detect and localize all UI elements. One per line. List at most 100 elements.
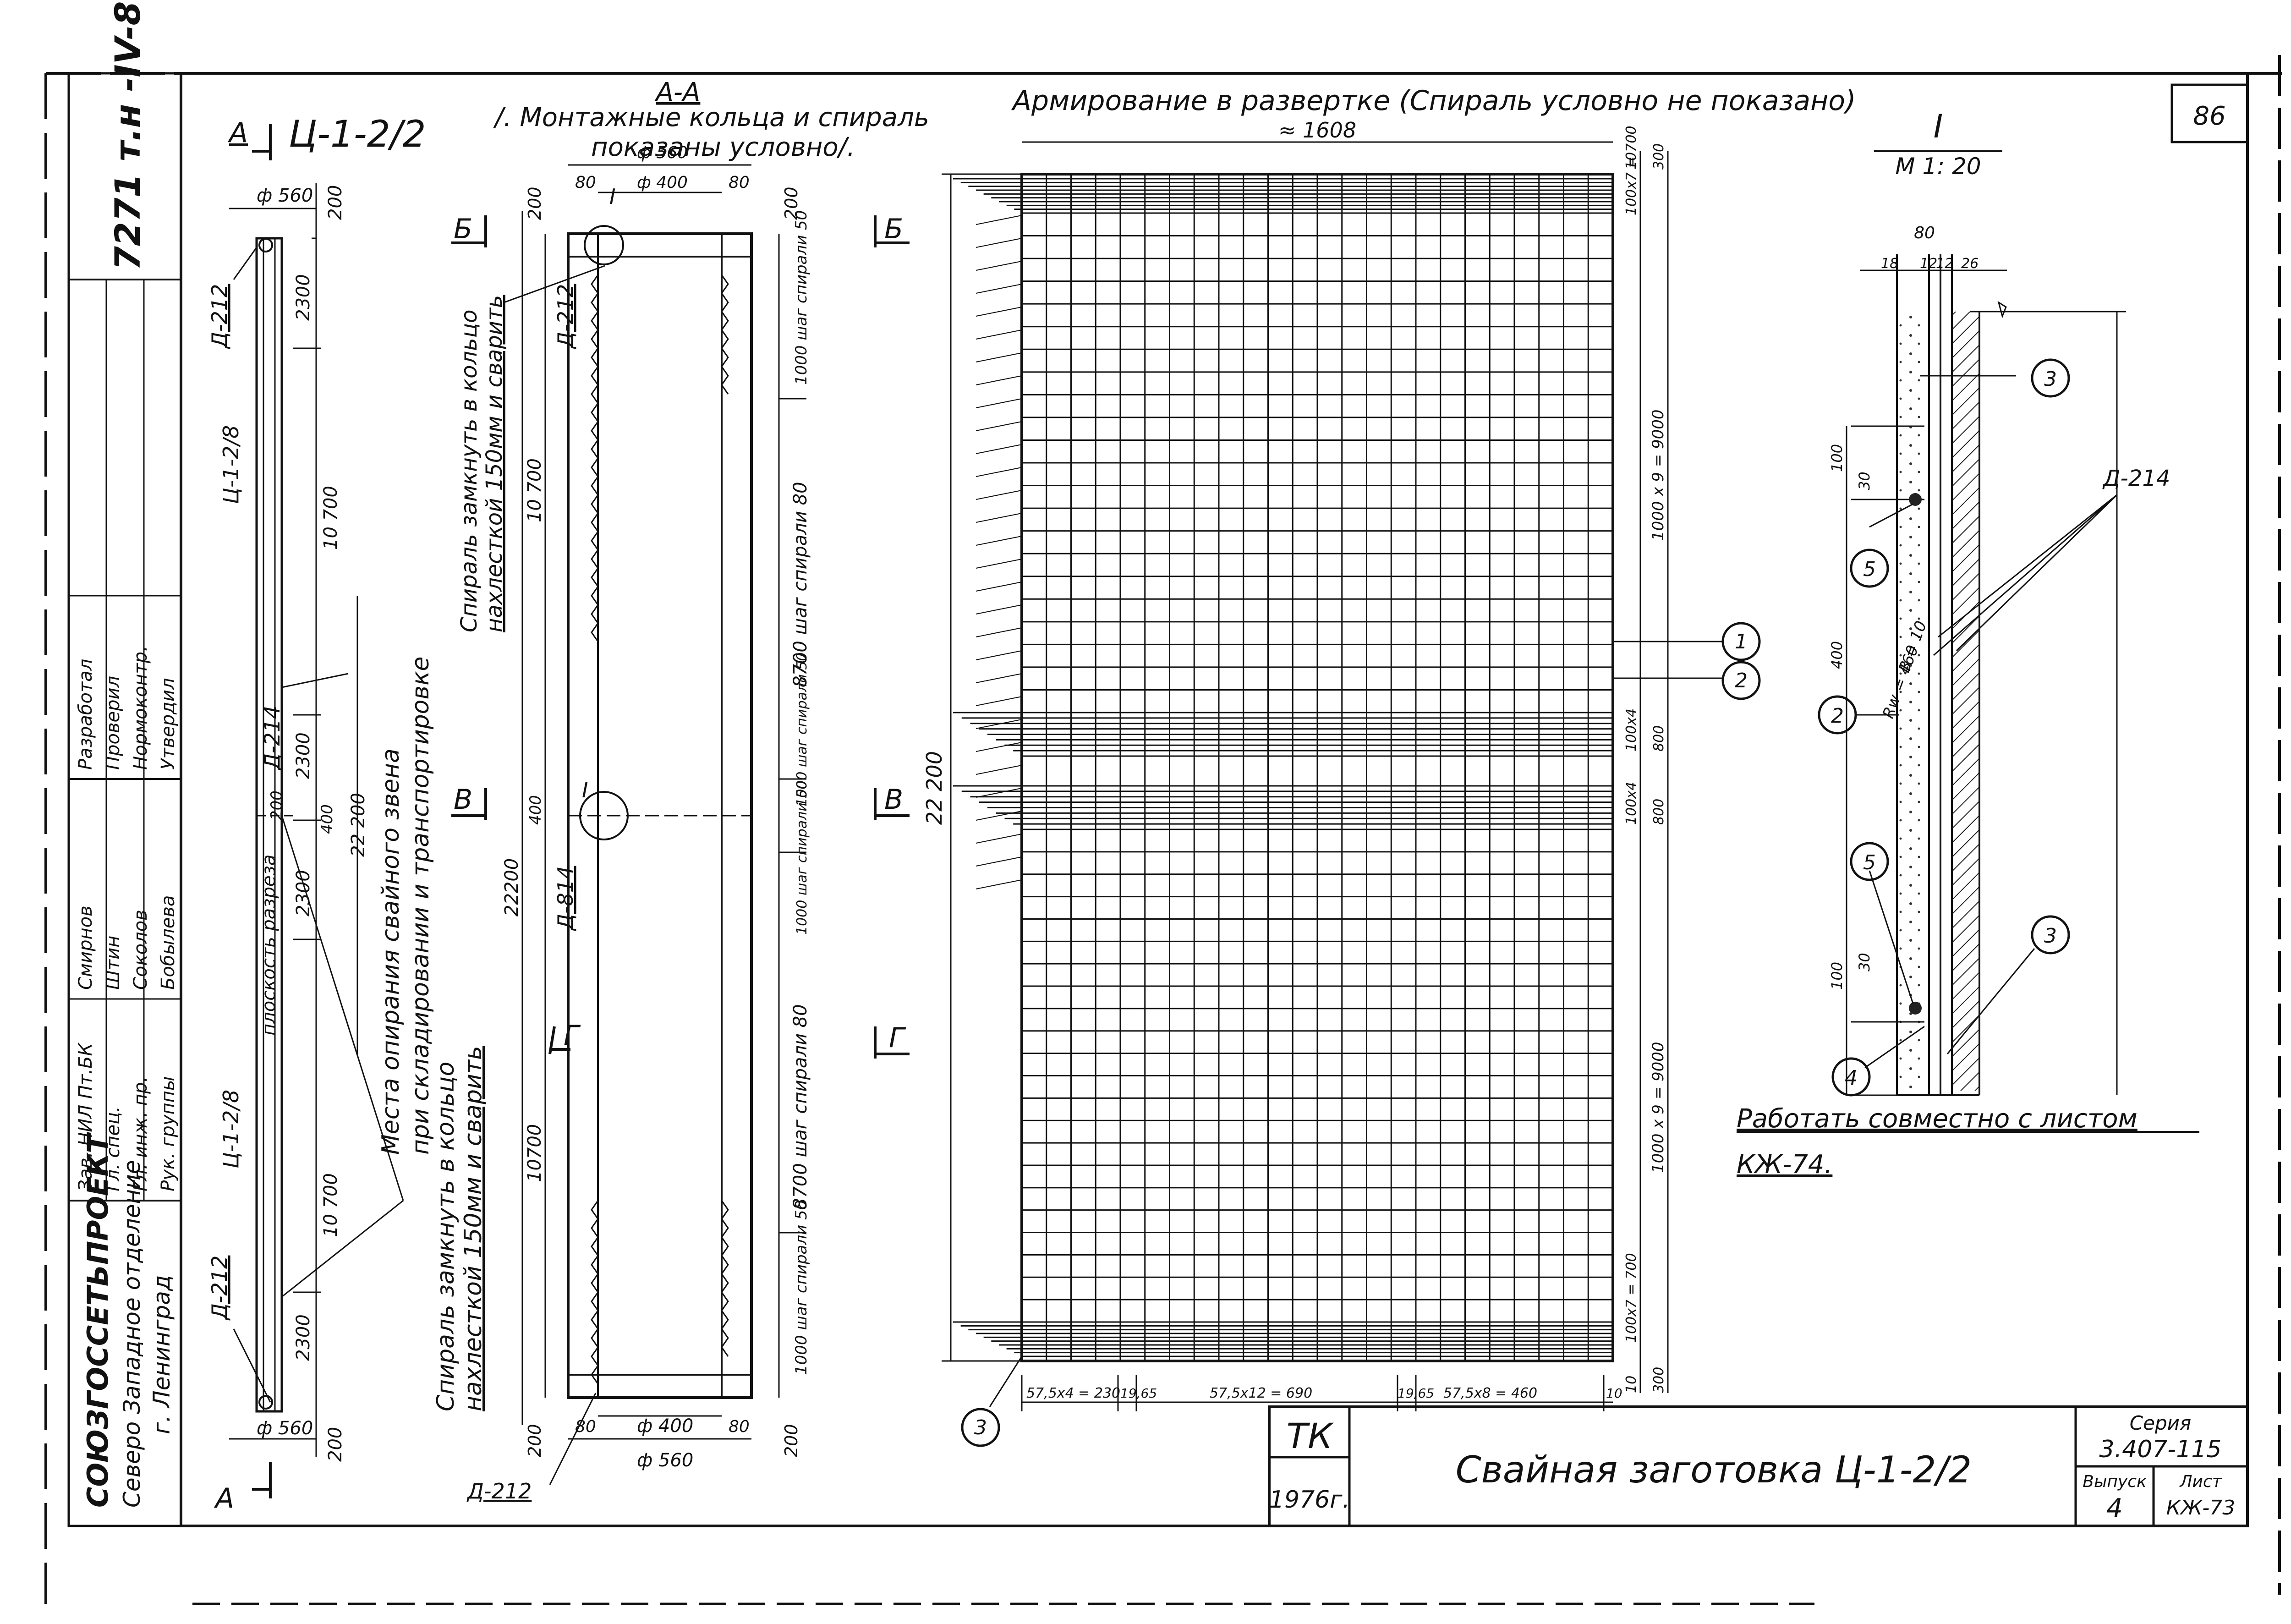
dev-rdim-4: 1000 х 9 = 9000 [1649, 409, 1667, 541]
dev-width: ≈ 1608 [1278, 118, 1356, 143]
stamp-role-3: Гл. инж. пр. [130, 1076, 151, 1191]
dev-marker-2: 2 [1735, 669, 1748, 692]
elevation-d200-top: 200 [325, 185, 346, 220]
spiral-lead [976, 856, 1022, 867]
elevation-d2300-4: 2300 [293, 1314, 314, 1361]
stamp-sign-4: Бобылева [158, 895, 179, 990]
section-mark-v-right: В [884, 784, 903, 816]
stamp-sign-3: Соколов [130, 910, 151, 990]
detail-w12b: 12 [1936, 256, 1953, 272]
spiral-lead [976, 604, 1022, 614]
spiral-lead [976, 696, 1022, 706]
detail-mark-mid: I [582, 778, 588, 802]
spiral-lead [976, 421, 1022, 431]
org-city: г. Ленинград [148, 1275, 175, 1434]
spiral-lead [976, 398, 1022, 408]
detail-h30a: 30 [1856, 472, 1873, 490]
dev-rdim-8: 800 [1651, 799, 1667, 825]
spiral-lead [976, 375, 1022, 385]
spiral-lead [976, 513, 1022, 523]
section-d10700b: 10700 [524, 1124, 545, 1182]
detail-marker-3-bottom: 3 [2044, 924, 2057, 948]
dev-rdim-6: 800 [1651, 725, 1667, 752]
title-year: 1976г. [1269, 1486, 1350, 1514]
section-note-1: /. Монтажные кольца и спираль [493, 103, 929, 132]
section-view [451, 164, 910, 1485]
detail-marker-2: 2 [1831, 704, 1844, 728]
elevation-label: Ц-1-2/2 [289, 113, 426, 155]
section-d80b: 80 [729, 173, 750, 192]
title-text: Свайная заготовка Ц-1-2/2 [1456, 1448, 1972, 1491]
section-d400-bot: ф 400 [637, 1416, 693, 1437]
elevation-d2300-1: 2300 [293, 274, 314, 321]
dev-rdim-5: 100х4 [1623, 708, 1639, 752]
detail-title: I [1934, 108, 1943, 145]
section-d560-bot: ф 560 [637, 1450, 693, 1471]
spiral-lead [976, 582, 1022, 592]
dev-rdim-11: 300 [1651, 1367, 1667, 1393]
reinforcement-development-grid [953, 173, 1614, 1362]
title-block [1268, 1405, 2249, 1527]
section-pitch-4: 1000 шаг спирали 50 [794, 781, 810, 935]
spiral-lead [976, 834, 1022, 844]
spiral-lead [976, 444, 1022, 454]
section-mark-g-right: Г [889, 1022, 906, 1054]
spiral-note-top-1: Спираль замкнуть в кольцо [456, 309, 482, 632]
elevation-d400: 400 [318, 804, 336, 834]
section-mark-g-left: Г [564, 1020, 581, 1052]
section-note-2: показаны условно/. [591, 132, 855, 162]
elevation-d200-bottom: 200 [325, 1427, 346, 1462]
spiral-lead [976, 788, 1022, 798]
spiral-lead [976, 307, 1022, 317]
spiral-lead [976, 467, 1022, 477]
spiral-note-bottom-2: нахлесткой 150мм и сварить [460, 1046, 487, 1411]
detail-w26: 26 [1961, 256, 1979, 272]
title-issue: 4 [2106, 1493, 2123, 1523]
dev-rdim-9: 1000 х 9 = 9000 [1649, 1042, 1667, 1173]
spiral-lead [976, 329, 1022, 340]
stamp-control-2: Проверил [103, 676, 124, 770]
spiral-note-bottom-1: Спираль замкнуть в кольцо [432, 1062, 460, 1411]
section-pitch-3: 1000 шаг спирали 50 [794, 653, 810, 807]
dev-bdim-5: 57,5х8 = 460 [1443, 1385, 1537, 1401]
title-series-label: Серия [2130, 1412, 2191, 1434]
stamp-sign-2: Штин [103, 936, 124, 990]
dev-rdim-10: 100х7 = 700 [1623, 1253, 1639, 1343]
left-stamp [67, 72, 182, 1527]
section-d80a: 80 [575, 173, 596, 192]
detail-view [1737, 150, 2199, 1133]
elevation-callout-d212-bottom: Д-212 [207, 1256, 232, 1321]
elevation-section-a-top: А [227, 117, 248, 149]
dev-rdim-2: 300 [1651, 143, 1667, 170]
spiral-lead [976, 627, 1022, 637]
spiral-lead [976, 879, 1022, 889]
inventory-number: 7271 т.н -IV-86 [107, 0, 148, 270]
section-pitch-2: 8700 шаг спирали 80 [790, 482, 811, 687]
elevation-note-support-2: при складировании и транспортировке [407, 657, 434, 1155]
detail-marker-4: 4 [1845, 1066, 1858, 1090]
elevation-callout-d212-top: Д-212 [207, 284, 232, 349]
dev-rdim-7: 100х4 [1623, 782, 1639, 825]
section-title: А-А [655, 77, 701, 107]
section-d560-top: ф 560 [637, 143, 688, 162]
section-mark-v-left: В [454, 784, 472, 816]
section-callout-d212-top: Д-212 [553, 284, 578, 349]
section-d200d: 200 [781, 1424, 801, 1457]
spiral-lead [976, 811, 1022, 821]
sheet-number: 86 [2193, 101, 2225, 131]
spiral-lead [976, 765, 1022, 775]
spiral-lead [976, 559, 1022, 569]
title-series: 3.407-115 [2099, 1436, 2222, 1463]
section-callout-d814: Д-814 [553, 866, 578, 931]
elevation-callout-c128-bottom: Ц-1-2/8 [219, 1090, 243, 1169]
dev-rdim-3: 100х7 = 700 [1623, 126, 1639, 215]
elevation-callout-d214: Д-214 [260, 706, 285, 771]
dev-bdim-2: 19,65 [1120, 1386, 1157, 1401]
section-d22200: 22200 [501, 858, 522, 916]
stamp-role-2: Гл. спец. [103, 1106, 124, 1191]
elevation-d10700-1: 10 700 [320, 486, 341, 550]
section-d400-top: ф 400 [637, 173, 688, 192]
spiral-lead [976, 238, 1022, 248]
section-d200a: 200 [525, 187, 545, 220]
dev-bdim-3: 57,5х12 = 690 [1210, 1385, 1312, 1401]
